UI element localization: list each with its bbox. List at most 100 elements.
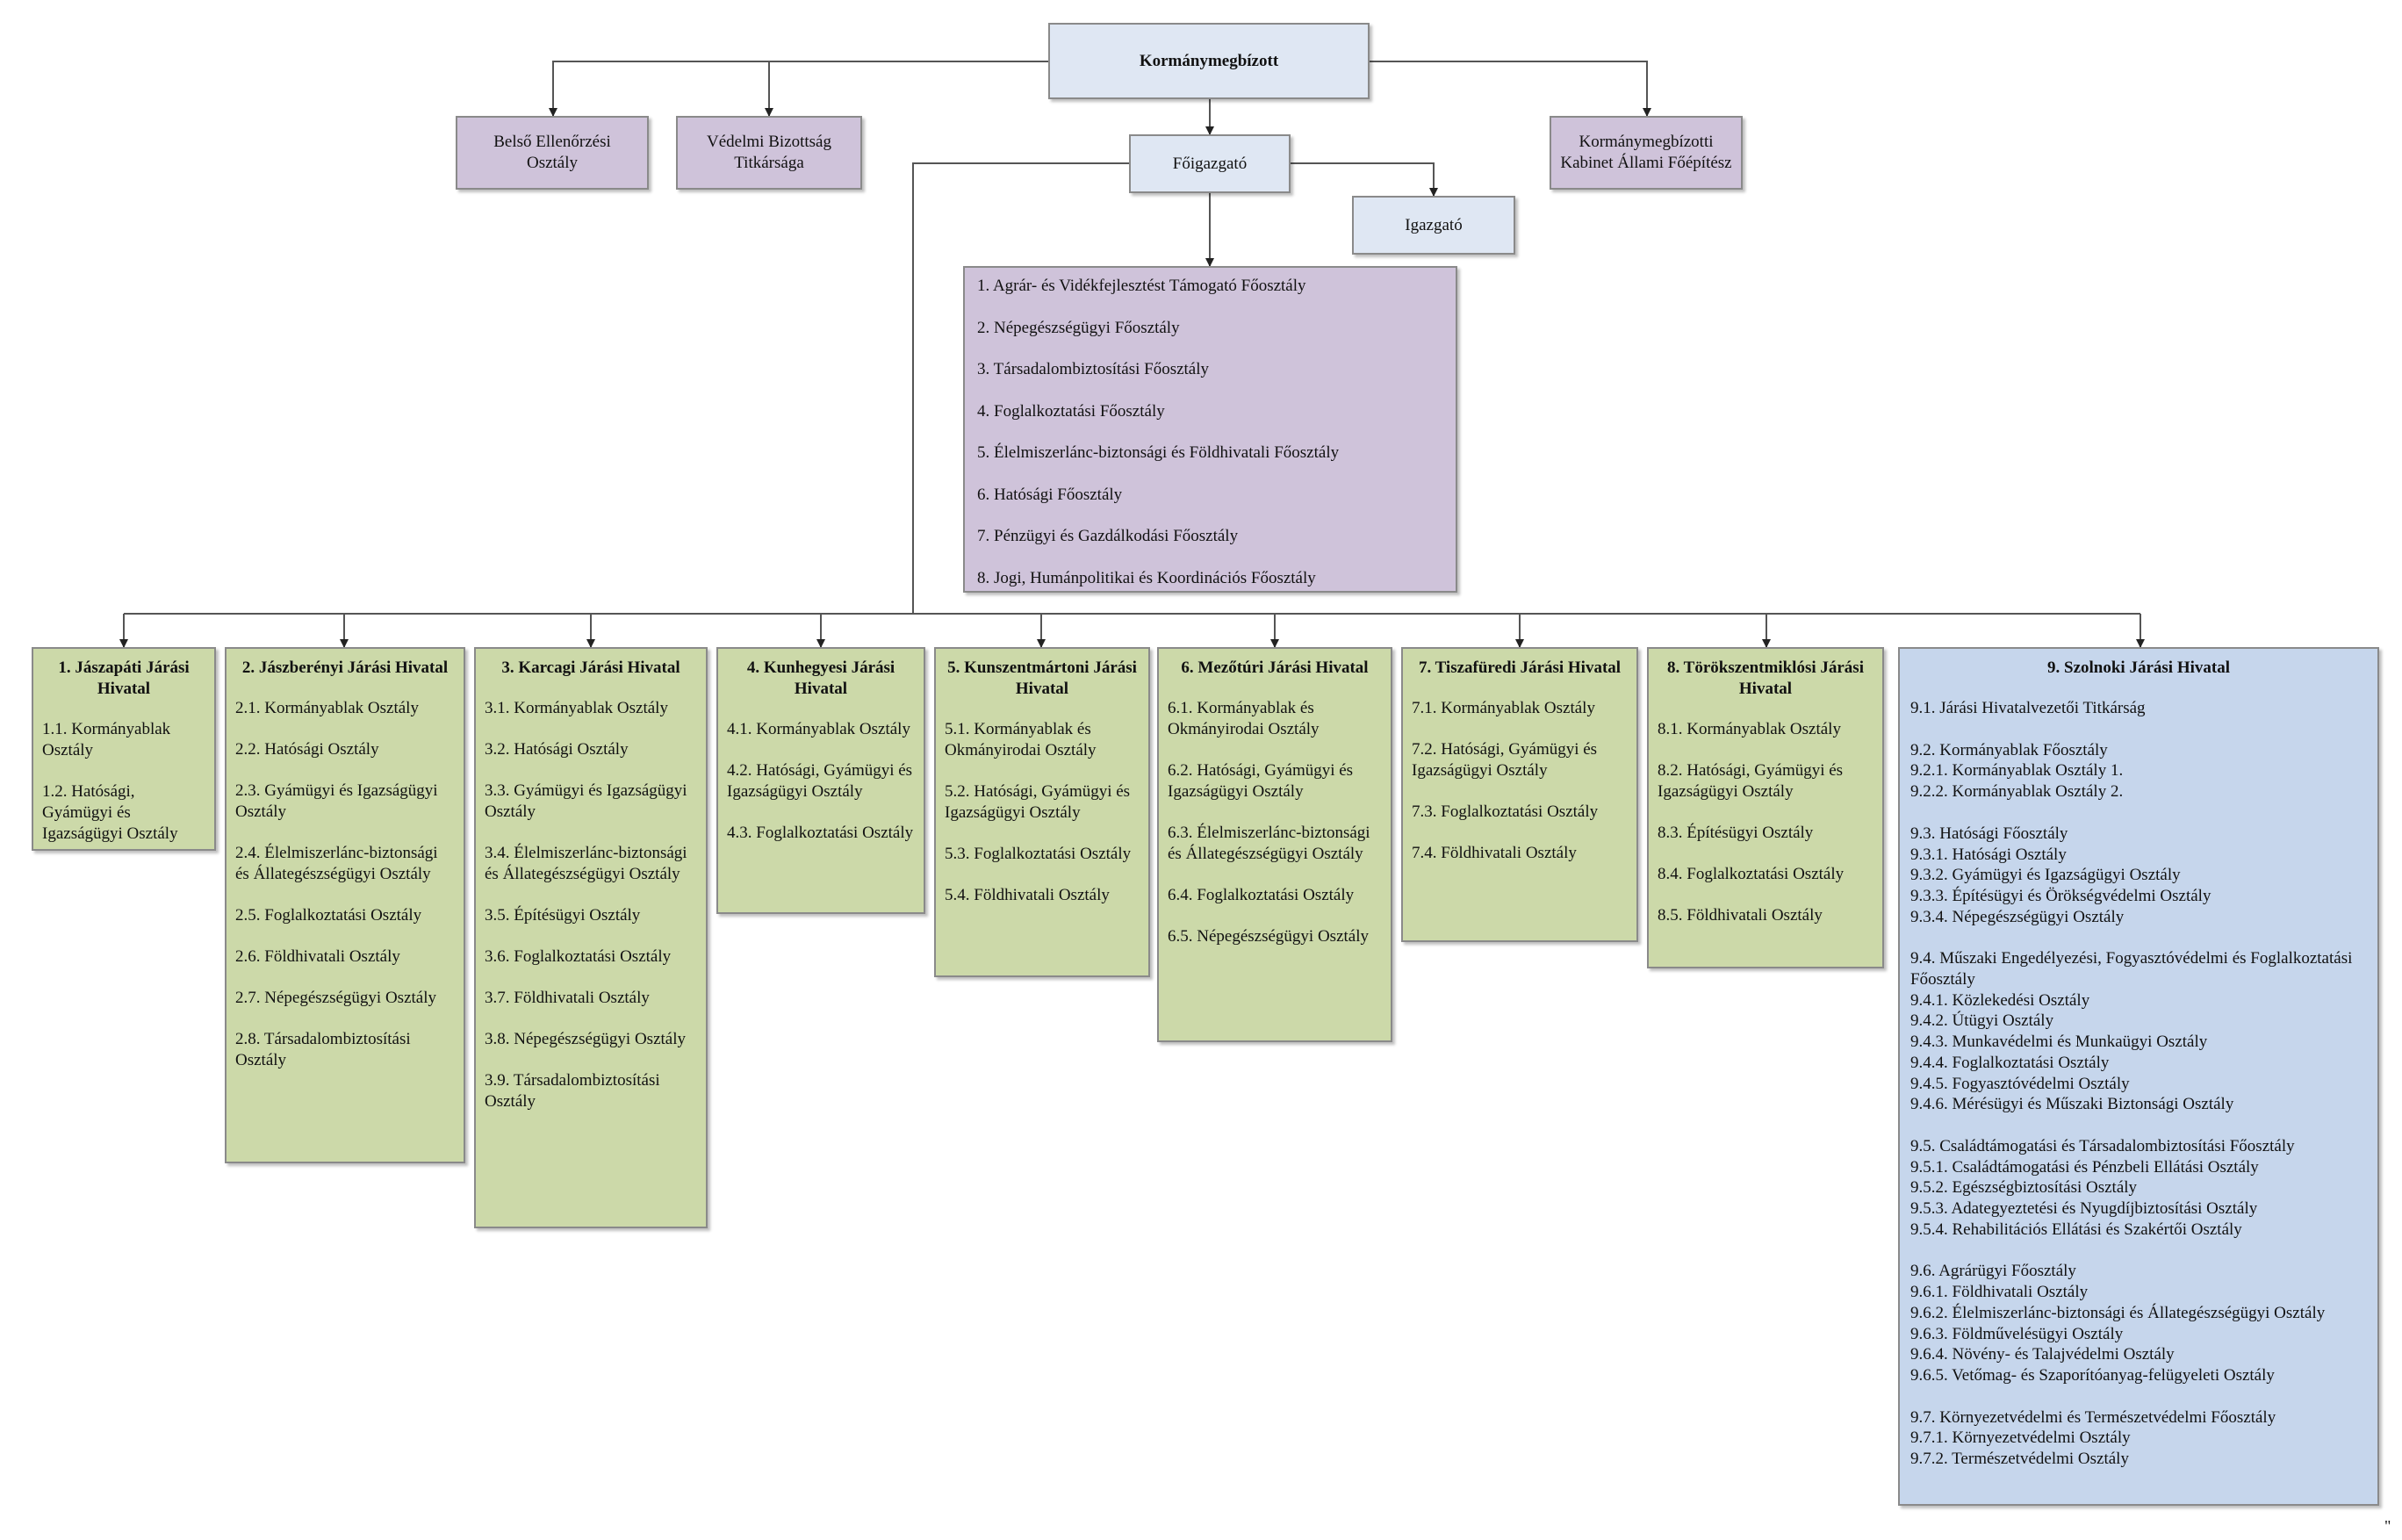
jaras-title: 3. Karcagi Járási Hivatal — [501, 658, 680, 677]
szolnok-line: 9.5.4. Rehabilitációs Ellátási és Szakér… — [1910, 1220, 2242, 1239]
jaras-item: 5.1. Kormányablak és Okmányirodai Osztál… — [945, 720, 1097, 759]
foosztaly-item: 5. Élelmiszerlánc-biztonsági és Földhiva… — [977, 443, 1340, 462]
szolnok-line: 9.3.2. Gyámügyi és Igazságügyi Osztály — [1910, 866, 2181, 885]
corner-mark: " — [2384, 1517, 2391, 1535]
szolnok-line: 9.6.2. Élelmiszerlánc-biztonsági és Álla… — [1910, 1303, 2326, 1322]
szolnok-group: 9.3. Hatósági Főosztály 9.3.1. Hatósági … — [1910, 824, 2367, 928]
jaras-title: 2. Jászberényi Járási Hivatal — [241, 658, 449, 677]
jaras-item: 2.2. Hatósági Osztály — [235, 740, 379, 759]
szolnok-title: 9. Szolnoki Járási Hivatal — [2047, 658, 2230, 677]
jaras-item: 6.1. Kormányablak és Okmányirodai Osztál… — [1168, 699, 1320, 738]
jaras-box-6: 6. Mezőtúri Járási Hivatal 6.1. Kormánya… — [1157, 647, 1392, 1042]
szolnok-line: 9.6. Agrárügyi Főosztály — [1910, 1262, 2076, 1281]
szolnok-group: 9.1. Járási Hivatalvezetői Titkárság — [1910, 698, 2367, 719]
igazgato-box: Igazgató — [1352, 196, 1515, 255]
jaras-title: 7. Tiszafüredi Járási Hivatal — [1418, 658, 1622, 677]
szolnok-line: 9.4.1. Közlekedési Osztály — [1910, 990, 2090, 1010]
szolnok-line: 9.4.2. Útügyi Osztály — [1910, 1011, 2054, 1031]
szolnok-line: 9.1. Járási Hivatalvezetői Titkárság — [1910, 699, 2146, 717]
jaras-item: 8.5. Földhivatali Osztály — [1658, 906, 1823, 925]
belso-ellenorzesi-label: Belső Ellenőrzési Osztály — [493, 133, 611, 172]
foosztalyok-box: 1. Agrár- és Vidékfejlesztést Támogató F… — [963, 266, 1457, 593]
szolnok-line: 9.4.5. Fogyasztóvédelmi Osztály — [1910, 1074, 2130, 1093]
szolnok-line: 9.6.4. Növény- és Talajvédelmi Osztály — [1910, 1345, 2175, 1364]
jaras-item: 7.1. Kormányablak Osztály — [1412, 699, 1595, 717]
szolnok-line: 9.2.2. Kormányablak Osztály 2. — [1910, 782, 2124, 802]
kabinet-box: Kormánymegbízotti Kabinet Állami Főépíté… — [1550, 116, 1743, 190]
jaras-item: 6.4. Foglalkoztatási Osztály — [1168, 886, 1355, 904]
jaras-title: 1. Jászapáti Járási Hivatal — [58, 658, 190, 698]
szolnok-line: 9.3.1. Hatósági Osztály — [1910, 845, 2067, 864]
szolnok-line: 9.2. Kormányablak Főosztály — [1910, 740, 2108, 759]
jaras-item: 5.4. Földhivatali Osztály — [945, 886, 1110, 904]
szolnok-line: 9.7.2. Természetvédelmi Osztály — [1910, 1450, 2129, 1469]
szolnok-line: 9.2.1. Kormányablak Osztály 1. — [1910, 761, 2124, 781]
jaras-title: 8. Törökszentmiklósi Járási Hivatal — [1667, 658, 1864, 698]
szolnok-line: 9.3.4. Népegészségügyi Osztály — [1910, 907, 2125, 926]
jaras-item: 1.2. Hatósági, Gyámügyi és Igazságügyi O… — [42, 782, 178, 843]
szolnok-line: 9.5.3. Adategyeztetési és Nyugdíjbiztosí… — [1910, 1199, 2258, 1219]
foosztaly-item: 3. Társadalombiztosítási Főosztály — [977, 360, 1210, 378]
jaras-item: 4.3. Foglalkoztatási Osztály — [727, 824, 914, 842]
szolnok-line: 9.5.1. Családtámogatási és Pénzbeli Ellá… — [1910, 1157, 2259, 1177]
jaras-title: 5. Kunszentmártoni Járási Hivatal — [947, 658, 1137, 698]
jaras-item: 3.6. Foglalkoztatási Osztály — [485, 947, 672, 966]
jaras-item: 7.2. Hatósági, Gyámügyi és Igazságügyi O… — [1412, 740, 1598, 780]
foosztaly-item: 4. Foglalkoztatási Főosztály — [977, 401, 1165, 421]
szolnok-group: 9.7. Környezetvédelmi és Természetvédelm… — [1910, 1407, 2367, 1470]
vedelmi-bizottsag-box: Védelmi Bizottság Titkársága — [676, 116, 862, 190]
szolnok-group: 9.2. Kormányablak Főosztály 9.2.1. Kormá… — [1910, 740, 2367, 802]
jaras-item: 8.2. Hatósági, Gyámügyi és Igazságügyi O… — [1658, 761, 1844, 801]
jaras-item: 6.3. Élelmiszerlánc-biztonsági és Állate… — [1168, 824, 1370, 863]
foosztaly-item: 1. Agrár- és Vidékfejlesztést Támogató F… — [977, 277, 1306, 295]
jaras-item: 5.2. Hatósági, Gyámügyi és Igazságügyi O… — [945, 782, 1131, 822]
jaras-item: 3.3. Gyámügyi és Igazságügyi Osztály — [485, 781, 687, 821]
szolnok-line: 9.3. Hatósági Főosztály — [1910, 824, 2068, 843]
jaras-box-5: 5. Kunszentmártoni Járási Hivatal 5.1. K… — [934, 647, 1150, 977]
jaras-item: 8.3. Építésügyi Osztály — [1658, 824, 1814, 842]
jaras-item: 6.5. Népegészségügyi Osztály — [1168, 927, 1369, 946]
szolnok-line: 9.4. Műszaki Engedélyezési, Fogyasztóvéd… — [1910, 949, 2353, 989]
foosztaly-item: 2. Népegészségügyi Főosztály — [977, 318, 1180, 337]
szolnok-line: 9.7.1. Környezetvédelmi Osztály — [1910, 1428, 2131, 1448]
jaras-item: 4.1. Kormányablak Osztály — [727, 720, 910, 738]
kormanymegbizott-label: Kormánymegbízott — [1139, 51, 1279, 70]
jaras-box-2: 2. Jászberényi Járási Hivatal 2.1. Kormá… — [225, 647, 465, 1163]
foosztaly-item: 7. Pénzügyi és Gazdálkodási Főosztály — [977, 527, 1239, 545]
szolnok-box: 9. Szolnoki Járási Hivatal 9.1. Járási H… — [1898, 647, 2379, 1506]
szolnok-line: 9.4.3. Munkavédelmi és Munkaügyi Osztály — [1910, 1033, 2208, 1052]
szolnok-line: 9.4.6. Mérésügyi és Műszaki Biztonsági O… — [1910, 1095, 2234, 1114]
jaras-item: 2.4. Élelmiszerlánc-biztonsági és Állate… — [235, 844, 438, 883]
szolnok-line: 9.6.5. Vetőmag- és Szaporítóanyag-felügy… — [1910, 1365, 2275, 1385]
jaras-box-1: 1. Jászapáti Járási Hivatal 1.1. Kormány… — [32, 647, 216, 851]
szolnok-group: 9.5. Családtámogatási és Társadalombizto… — [1910, 1136, 2367, 1241]
jaras-item: 2.7. Népegészségügyi Osztály — [235, 989, 436, 1007]
foosztaly-item: 6. Hatósági Főosztály — [977, 485, 1123, 504]
foosztaly-item: 8. Jogi, Humánpolitikai és Koordinációs … — [977, 568, 1316, 587]
szolnok-line: 9.7. Környezetvédelmi és Természetvédelm… — [1910, 1407, 2276, 1427]
jaras-item: 2.3. Gyámügyi és Igazságügyi Osztály — [235, 781, 438, 821]
jaras-item: 5.3. Foglalkoztatási Osztály — [945, 845, 1132, 863]
jaras-item: 3.9. Társadalombiztosítási Osztály — [485, 1071, 660, 1111]
szolnok-group: 9.6. Agrárügyi Főosztály 9.6.1. Földhiva… — [1910, 1261, 2367, 1385]
belso-ellenorzesi-box: Belső Ellenőrzési Osztály — [456, 116, 649, 190]
jaras-box-4: 4. Kunhegyesi Járási Hivatal 4.1. Kormán… — [716, 647, 925, 914]
foigazgato-label: Főigazgató — [1172, 154, 1248, 173]
szolnok-line: 9.6.3. Földművelésügyi Osztály — [1910, 1324, 2124, 1343]
jaras-item: 3.8. Népegészségügyi Osztály — [485, 1030, 686, 1048]
jaras-title: 6. Mezőtúri Járási Hivatal — [1181, 658, 1369, 677]
szolnok-group: 9.4. Műszaki Engedélyezési, Fogyasztóvéd… — [1910, 948, 2367, 1115]
jaras-item: 2.6. Földhivatali Osztály — [235, 947, 400, 966]
jaras-box-8: 8. Törökszentmiklósi Járási Hivatal 8.1.… — [1647, 647, 1884, 968]
jaras-item: 8.4. Foglalkoztatási Osztály — [1658, 865, 1845, 883]
szolnok-line: 9.3.3. Építésügyi és Örökségvédelmi Oszt… — [1910, 886, 2211, 905]
jaras-item: 2.8. Társadalombiztosítási Osztály — [235, 1030, 411, 1069]
jaras-item: 1.1. Kormányablak Osztály — [42, 720, 171, 759]
jaras-item: 2.5. Foglalkoztatási Osztály — [235, 906, 422, 925]
jaras-item: 7.4. Földhivatali Osztály — [1412, 844, 1577, 862]
jaras-item: 3.2. Hatósági Osztály — [485, 740, 629, 759]
szolnok-line: 9.4.4. Foglalkoztatási Osztály — [1910, 1053, 2110, 1072]
kabinet-label: Kormánymegbízotti Kabinet Állami Főépíté… — [1560, 133, 1732, 172]
kormanymegbizott-box: Kormánymegbízott — [1048, 23, 1370, 99]
